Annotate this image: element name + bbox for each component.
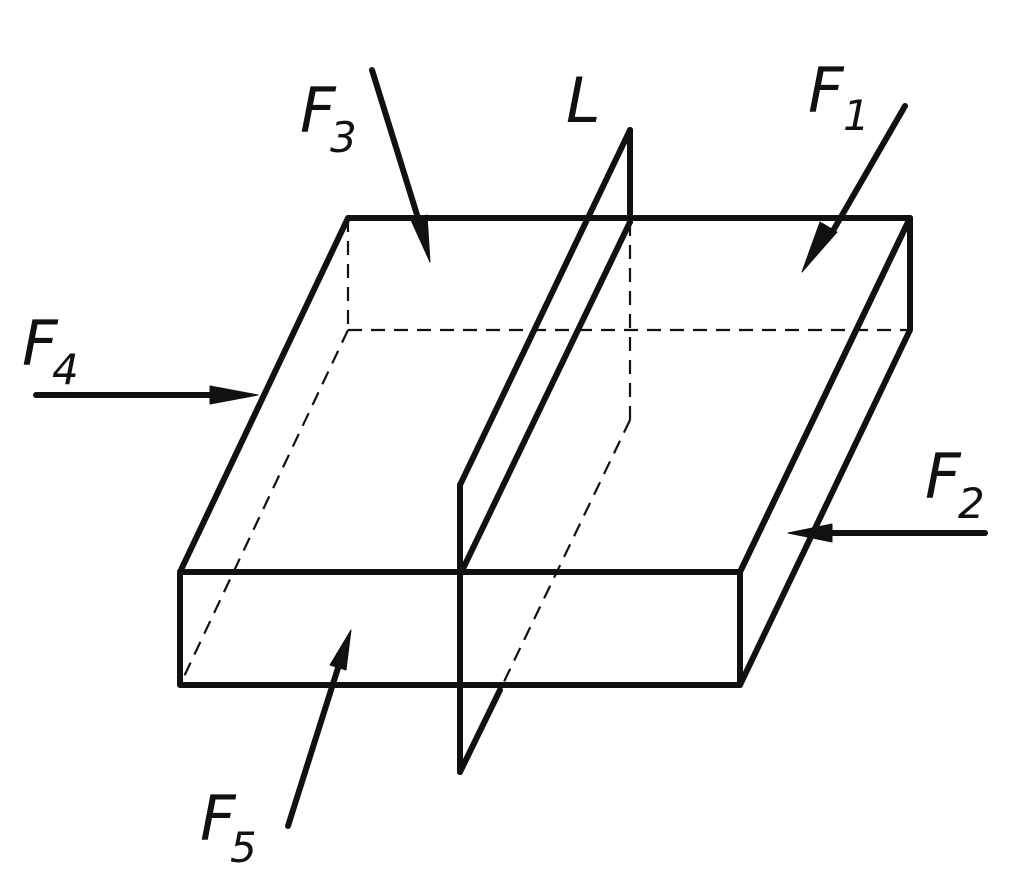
label-f3-letter: F xyxy=(300,74,337,147)
plane-hidden-diagonal-bottom xyxy=(499,419,631,691)
plane-hidden-edges xyxy=(459,221,632,691)
arrow-f5-shaft xyxy=(285,665,341,829)
arrow-f1-head xyxy=(801,221,838,273)
arrow-f3-head xyxy=(410,214,431,263)
label-f5: F 5 xyxy=(200,782,257,872)
force-arrow-f2 xyxy=(787,523,988,543)
label-f5-letter: F xyxy=(200,782,237,855)
arrow-f4-head xyxy=(209,385,259,405)
label-f1-letter: F xyxy=(808,54,845,127)
label-f2-letter: F xyxy=(925,440,962,513)
slab-hidden-edges xyxy=(179,218,910,686)
arrow-f5-head xyxy=(329,629,352,671)
label-f1-index: 1 xyxy=(843,91,870,140)
label-f4-letter: F xyxy=(22,307,59,380)
arrow-f1-shaft xyxy=(827,103,908,239)
label-f3-index: 3 xyxy=(330,113,357,162)
label-L: L xyxy=(566,64,601,137)
force-arrow-f3 xyxy=(369,67,431,263)
label-f4: F 4 xyxy=(22,307,79,394)
plane-top-edge xyxy=(457,127,633,488)
label-f5-index: 5 xyxy=(230,823,257,872)
force-arrow-f5 xyxy=(285,629,352,829)
label-f2-index: 2 xyxy=(958,479,985,528)
label-f3: F 3 xyxy=(300,74,357,162)
arrow-f3-shaft xyxy=(369,67,421,221)
label-f1: F 1 xyxy=(808,54,870,140)
plane-bottom-edge xyxy=(457,687,503,775)
plane-section-line-top xyxy=(457,219,633,578)
label-f4-index: 4 xyxy=(52,345,79,394)
label-f2: F 2 xyxy=(925,440,985,528)
slab-right-face xyxy=(737,215,913,688)
hidden-edge-left-bottom xyxy=(179,329,349,686)
force-arrow-f4 xyxy=(33,385,259,405)
cutting-plane-L xyxy=(457,127,633,775)
slab-visible-edges xyxy=(177,215,913,688)
force-arrow-f1 xyxy=(801,103,908,273)
arrow-f2-head xyxy=(787,523,833,543)
